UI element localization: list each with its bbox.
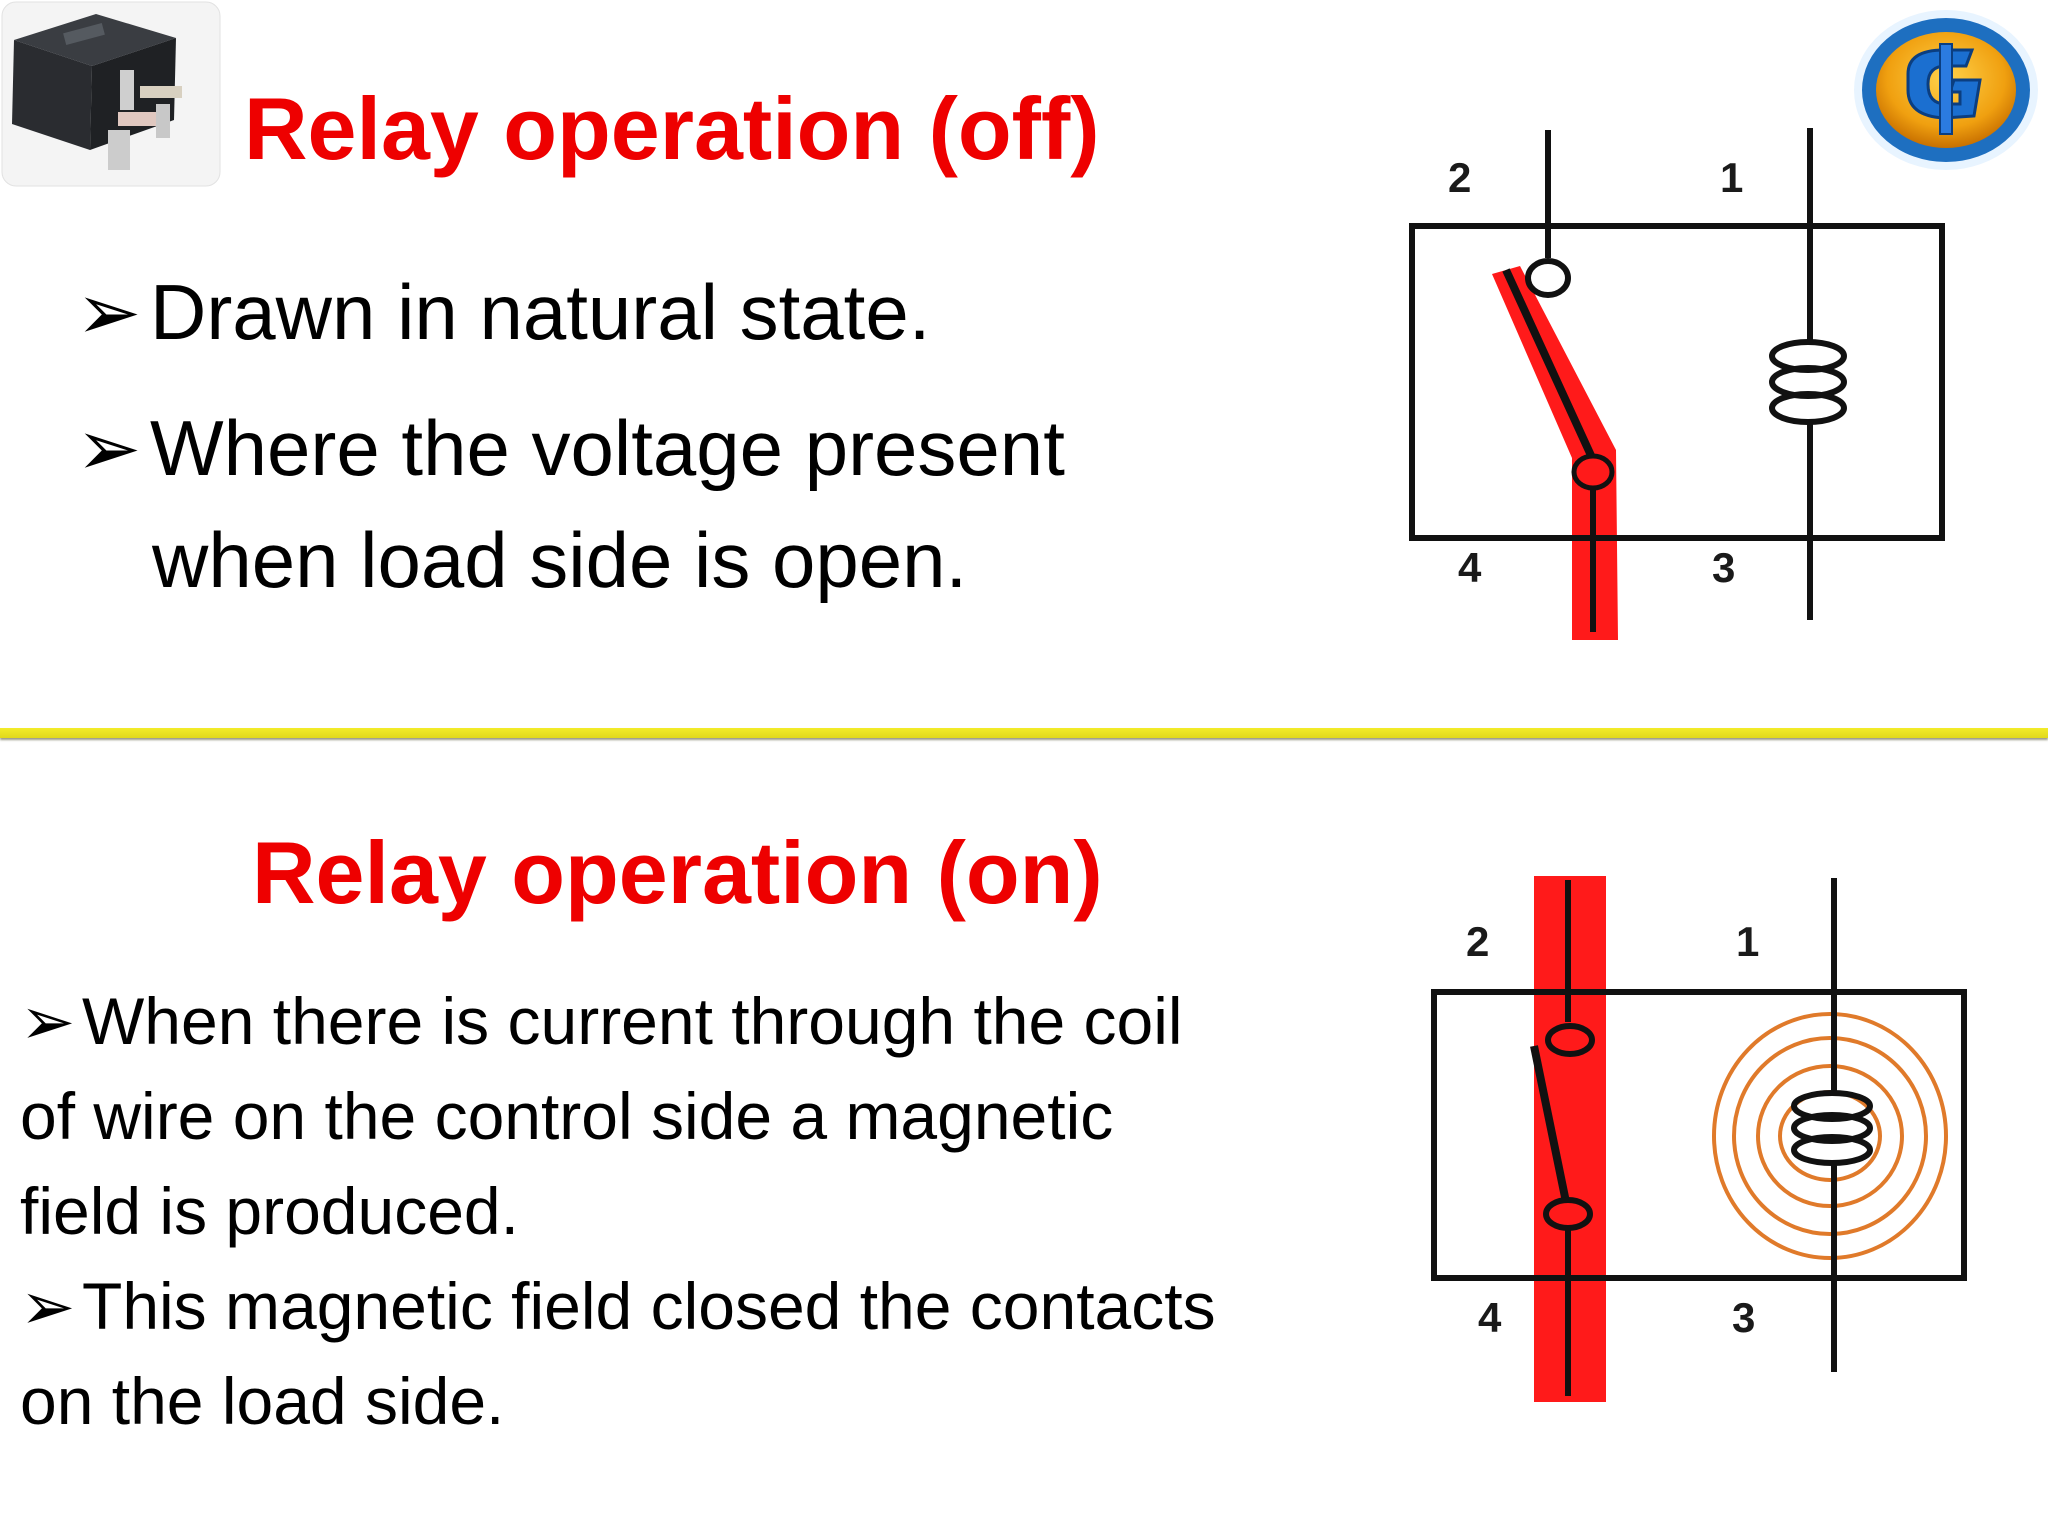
relay-housing	[1431, 989, 1967, 1281]
slide-title-on: Relay operation (on)	[252, 823, 1103, 922]
pin-label-1: 1	[1720, 154, 1743, 201]
bullet-voltage-present: ➢Where the voltage present when load side…	[76, 392, 1065, 616]
bullet-arrow-icon: ➢	[20, 1269, 76, 1343]
pivot-contact	[1543, 1197, 1593, 1231]
bullet-text-line2: of wire on the control side a magnetic	[20, 1079, 1114, 1153]
pin-label-4: 4	[1458, 544, 1482, 591]
pin-label-3: 3	[1712, 544, 1735, 591]
fixed-contact	[1525, 258, 1571, 298]
bullet-arrow-icon: ➢	[20, 984, 76, 1058]
pin-label-4: 4	[1478, 1294, 1502, 1341]
pin-label-3: 3	[1732, 1294, 1755, 1341]
section-divider	[0, 728, 2048, 738]
bullet-natural-state: ➢Drawn in natural state.	[76, 262, 930, 362]
pin-label-1: 1	[1736, 918, 1759, 965]
bullet-text-line2: when load side is open.	[152, 516, 968, 604]
cg-logo-icon	[1854, 10, 2038, 170]
bullet-text-line1: When there is current through the coil	[82, 984, 1183, 1058]
bullet-text-line2: on the load side.	[20, 1364, 505, 1438]
relay-photo-icon	[1, 1, 221, 187]
pin-label-2: 2	[1448, 154, 1471, 201]
switch-arm	[1502, 268, 1598, 464]
relay-on-diagram: 2 1 4 3	[1431, 876, 1967, 1402]
slide-relay-on: Relay operation (on) ➢When there is curr…	[0, 742, 2048, 1536]
slide-relay-off: Relay operation (off) ➢Drawn in natural …	[0, 0, 2048, 730]
bullet-text-line1: Where the voltage present	[150, 404, 1065, 492]
coil	[1769, 339, 1847, 425]
bullet-field-closes-contacts: ➢This magnetic field closed the contacts…	[20, 1259, 1216, 1449]
bullet-arrow-icon: ➢	[76, 268, 142, 356]
relay-housing	[1409, 223, 1945, 541]
magnetic-field	[1712, 1012, 1948, 1260]
bullet-text-line1: This magnetic field closed the contacts	[82, 1269, 1216, 1343]
fixed-contact	[1545, 1023, 1595, 1057]
slide-title-off: Relay operation (off)	[244, 79, 1100, 178]
pin-label-2: 2	[1466, 918, 1489, 965]
bullet-arrow-icon: ➢	[76, 404, 142, 492]
switch-arm	[1530, 1045, 1570, 1203]
pivot-contact	[1571, 453, 1615, 491]
bullet-current-through-coil: ➢When there is current through the coil o…	[20, 974, 1183, 1259]
relay-off-diagram: 2 1 4 3	[1409, 128, 1945, 640]
bullet-text-line3: field is produced.	[20, 1174, 519, 1248]
energized-path	[1492, 266, 1618, 640]
bullet-text: Drawn in natural state.	[150, 268, 931, 356]
coil	[1791, 1090, 1873, 1166]
